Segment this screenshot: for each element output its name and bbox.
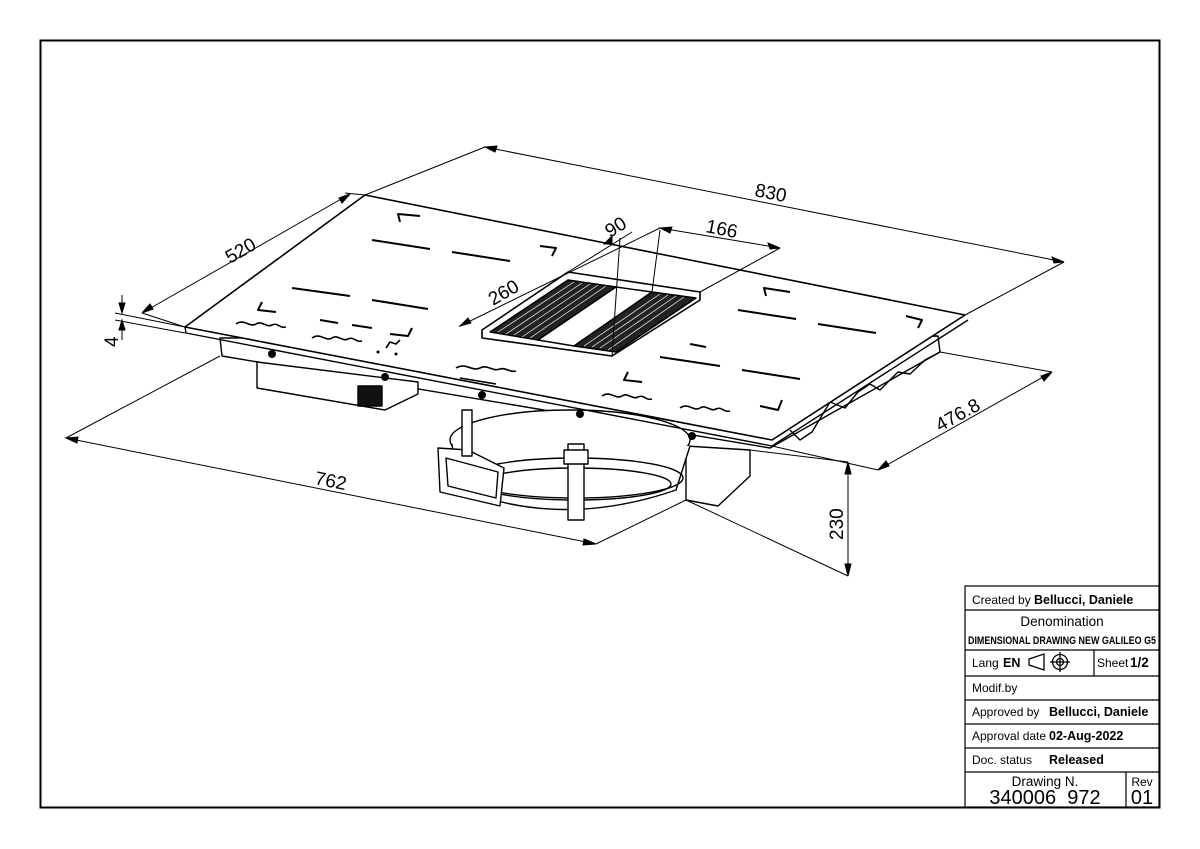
doc-status-label: Doc. status [972, 753, 1032, 767]
electronics-box-right [685, 445, 751, 507]
approved-by-label: Approved by [972, 705, 1039, 719]
vent-grille-right [573, 291, 697, 353]
dim-476-8: 476.8 [932, 395, 984, 436]
denomination-label: Denomination [1020, 614, 1103, 629]
sheet-label: Sheet [1097, 656, 1129, 670]
sheet-value: 1/2 [1130, 655, 1149, 670]
drawing-n-value: 340006_972 [989, 787, 1100, 809]
front-dots [268, 350, 696, 440]
title-block [964, 585, 1160, 808]
dim-4: 4 [102, 336, 123, 347]
clamp-left [461, 409, 473, 457]
right-zone-markings [623, 287, 923, 411]
modif-by-label: Modif.by [972, 681, 1017, 695]
dim-230: 230 [827, 508, 848, 540]
drawing-n-label: Drawing N. [1012, 774, 1079, 789]
lang-value: EN [1003, 656, 1020, 670]
drawing-frame [39, 39, 1161, 809]
approval-date-label: Approval date [972, 729, 1046, 743]
doc-status-value: Released [1049, 753, 1104, 767]
dim-520: 520 [222, 234, 260, 268]
created-by-value: Bellucci, Daniele [1034, 593, 1133, 607]
duct-box-inner [445, 457, 499, 499]
approval-date-value: 02-Aug-2022 [1049, 729, 1123, 743]
denomination-value: DIMENSIONAL DRAWING NEW GALILEO G5 [968, 635, 1156, 647]
created-by-label: Created by [972, 593, 1031, 607]
lang-label: Lang [972, 656, 999, 670]
dim-166: 166 [704, 216, 739, 243]
hob-glass-edge [184, 319, 969, 447]
connector-block [357, 385, 383, 407]
right-clips [789, 351, 941, 441]
projection-symbol-icon [1028, 652, 1070, 672]
dimension-lines [64, 145, 1065, 577]
rev-label: Rev [1131, 775, 1152, 789]
clamp-right-head [563, 449, 589, 465]
dim-762: 762 [313, 468, 348, 495]
rev-value: 01 [1131, 787, 1153, 809]
hob-illustration [184, 194, 969, 521]
vent-slats [497, 281, 685, 351]
left-zone-markings [257, 213, 557, 337]
approved-by-value: Bellucci, Daniele [1049, 705, 1148, 719]
dim-830: 830 [753, 180, 788, 207]
touch-controls [235, 321, 731, 413]
dim-90: 90 [602, 213, 631, 242]
